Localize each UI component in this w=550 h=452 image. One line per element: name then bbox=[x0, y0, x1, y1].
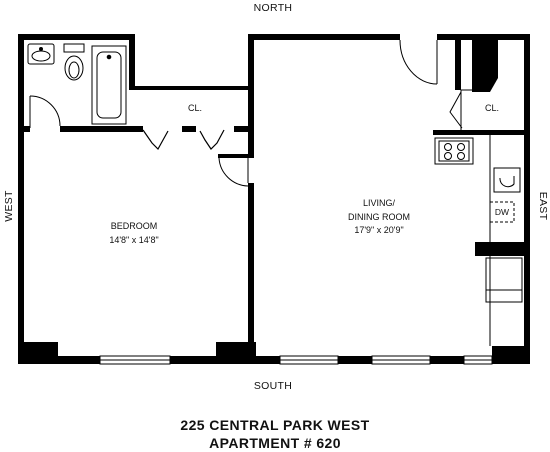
wall-bedroom-door-jamb bbox=[218, 154, 254, 158]
walls bbox=[18, 34, 530, 364]
refrigerator-icon bbox=[485, 257, 523, 303]
closet-doors-bedroom bbox=[142, 129, 225, 150]
wall-bedroom-north-b bbox=[182, 126, 196, 132]
pier-southwest bbox=[18, 342, 58, 364]
compass-south: SOUTH bbox=[254, 380, 292, 392]
bedroom-size: 14'8" x 14'8" bbox=[109, 235, 158, 245]
title-address: 225 CENTRAL PARK WEST bbox=[180, 417, 369, 433]
closet-entry-label: CL. bbox=[485, 103, 499, 113]
compass-east: EAST bbox=[537, 192, 549, 221]
living-name-line1: LIVING/ bbox=[363, 198, 396, 208]
wall-south-c bbox=[256, 356, 280, 364]
compass-west: WEST bbox=[3, 190, 15, 222]
wall-north-east bbox=[455, 34, 530, 40]
bedroom-door bbox=[218, 157, 249, 187]
bedroom-name: BEDROOM bbox=[111, 221, 158, 231]
wall-south-d bbox=[338, 356, 372, 364]
kitchen-sink-icon bbox=[493, 167, 521, 193]
wall-kitchen-mid bbox=[475, 242, 530, 256]
wall-north-living bbox=[248, 34, 400, 40]
pier-south-center bbox=[216, 342, 256, 364]
sink-icon bbox=[27, 43, 55, 65]
wall-south-b bbox=[170, 356, 218, 364]
windows bbox=[99, 355, 493, 365]
entry-closet bbox=[449, 89, 472, 130]
bathroom-fixtures bbox=[27, 43, 127, 128]
bathtub-icon bbox=[91, 45, 127, 125]
toilet-icon bbox=[64, 55, 84, 81]
wall-north-living-east bbox=[437, 34, 455, 40]
wall-central-upper bbox=[248, 38, 254, 156]
wall-entry-closet-west bbox=[455, 34, 461, 90]
closet-bedroom-label: CL. bbox=[188, 103, 202, 113]
compass-north: NORTH bbox=[254, 2, 293, 14]
wall-east bbox=[524, 34, 530, 364]
wall-south-e bbox=[430, 356, 464, 364]
toilet-tank-icon bbox=[63, 43, 85, 53]
wall-north-bathroom bbox=[18, 34, 135, 40]
living-name-line2: DINING ROOM bbox=[348, 212, 410, 222]
wall-bedroom-north-c bbox=[234, 126, 254, 132]
dishwasher-icon bbox=[489, 201, 515, 223]
living-size: 17'9" x 20'9" bbox=[354, 225, 403, 235]
stove-icon bbox=[434, 137, 474, 165]
dishwasher-label: DW bbox=[495, 207, 509, 217]
wall-bath-partition bbox=[60, 126, 135, 132]
entry-door bbox=[399, 39, 438, 85]
wall-closet-top bbox=[129, 86, 249, 90]
title-apartment: APARTMENT # 620 bbox=[209, 435, 341, 451]
wall-south-a bbox=[58, 356, 100, 364]
structural-column bbox=[472, 40, 498, 92]
kitchen bbox=[434, 135, 523, 346]
pier-southeast bbox=[492, 346, 530, 364]
wall-west bbox=[18, 34, 24, 364]
wall-kitchen-top bbox=[433, 130, 530, 135]
wall-central-lower bbox=[248, 183, 254, 364]
wall-bedroom-north-a bbox=[129, 126, 143, 132]
wall-bathroom-east bbox=[129, 34, 135, 89]
wall-bath-partition-west bbox=[18, 126, 30, 132]
